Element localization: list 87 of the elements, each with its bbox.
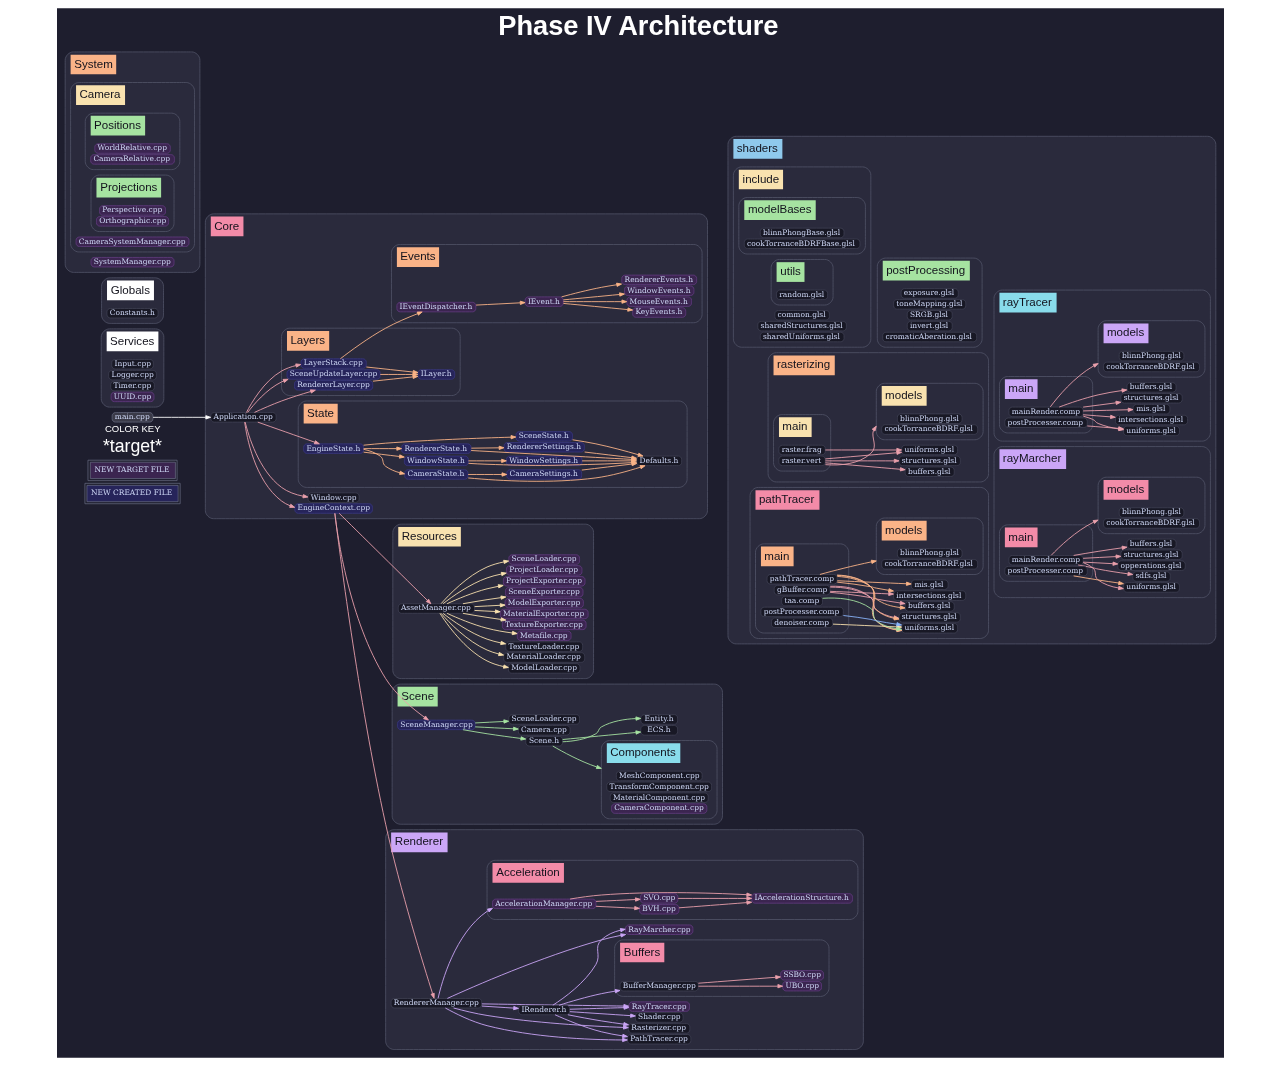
arrow [569, 892, 752, 900]
arrow [568, 1011, 636, 1018]
arrow [678, 900, 752, 909]
arrow [836, 575, 905, 610]
arrow [697, 984, 783, 989]
arrow [1077, 564, 1133, 576]
arrow [1082, 400, 1121, 408]
arrow [256, 421, 320, 445]
arrow [562, 292, 625, 301]
arrow [473, 609, 501, 614]
arrow [560, 282, 622, 298]
arrow [338, 512, 431, 605]
arrow [1082, 562, 1124, 591]
arrow [371, 374, 418, 382]
arrow [836, 581, 894, 593]
arrow [452, 1007, 629, 1030]
arrow [362, 448, 405, 475]
arrow [243, 421, 295, 508]
arrow [562, 299, 627, 304]
arrow [467, 472, 507, 477]
label: *target* [102, 435, 162, 456]
arrow [824, 450, 902, 460]
arrow [246, 378, 289, 413]
arrow [1086, 425, 1124, 431]
arrow [1082, 415, 1124, 432]
arrow [244, 421, 308, 499]
arrow [439, 612, 509, 669]
diagram-title: Phase IV Architecture [497, 9, 778, 41]
arrow [446, 612, 518, 636]
arrow [474, 726, 519, 731]
arrow [442, 612, 506, 646]
arrow [829, 591, 905, 606]
arrow [473, 603, 505, 608]
arrow [474, 719, 509, 724]
arrow [566, 1014, 629, 1027]
arrow [362, 435, 516, 446]
arrow [442, 571, 507, 605]
arrow [462, 729, 526, 741]
arrow [1082, 554, 1121, 559]
arrow [824, 462, 906, 472]
arrow [440, 559, 509, 605]
arrow [440, 612, 504, 657]
arrow [571, 439, 643, 457]
arrow [333, 512, 435, 999]
arrow [362, 451, 405, 459]
arrow [558, 989, 620, 1006]
arrow [554, 1014, 628, 1038]
arrow [339, 311, 423, 360]
arrow [818, 559, 877, 575]
arrow [379, 372, 418, 377]
arrow [1050, 519, 1099, 556]
arrow [1049, 363, 1099, 408]
arrow [561, 716, 641, 743]
arrow [836, 580, 912, 586]
arrow [1072, 545, 1127, 556]
arrow [1082, 414, 1116, 419]
arrow [824, 447, 902, 453]
arrow [1082, 407, 1133, 412]
arrow [824, 458, 899, 463]
arrow [561, 730, 641, 740]
arrow [253, 389, 316, 413]
arrow [462, 612, 506, 622]
arrow [362, 446, 402, 451]
arrow [595, 905, 640, 911]
arrow [829, 590, 894, 596]
arrow [437, 907, 493, 999]
arrow [470, 445, 504, 450]
arrow [551, 928, 626, 1006]
arrow [475, 300, 525, 306]
arrow [152, 415, 211, 420]
arrow [1058, 388, 1127, 408]
arrow [480, 1005, 519, 1011]
arrow [595, 897, 641, 902]
arrow [677, 896, 752, 901]
arrow [462, 595, 506, 605]
arrow [467, 458, 507, 463]
arrow [562, 303, 633, 312]
label: COLOR KEY [104, 423, 160, 435]
arrow [446, 584, 504, 605]
arrow [824, 425, 877, 466]
arrow [245, 363, 301, 413]
arrow [446, 933, 626, 999]
arrow [551, 745, 602, 770]
arrow [1082, 561, 1118, 566]
arrow [1072, 575, 1124, 586]
arrow [697, 975, 781, 984]
arrow [444, 1007, 628, 1043]
